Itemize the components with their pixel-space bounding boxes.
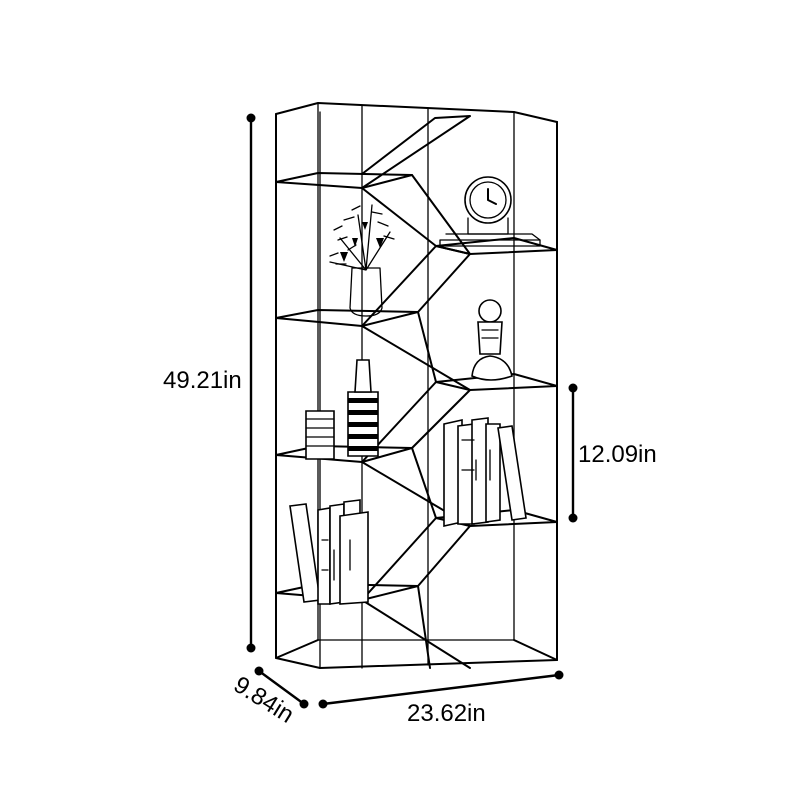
height-label: 49.21in (163, 367, 242, 394)
height-dimension: 49.21in (163, 113, 256, 653)
books-icon (289, 499, 369, 605)
width-dimension: 23.62in (318, 670, 564, 727)
books-icon (443, 417, 527, 527)
sculpture-icon (471, 299, 513, 381)
width-label: 23.62in (407, 700, 486, 727)
depth-dimension: 9.84in (229, 666, 309, 729)
depth-label: 9.84in (229, 671, 299, 729)
shelf-spacing-dimension: 12.09in (568, 383, 657, 523)
striped-vase-icon (305, 359, 379, 460)
table-clock-icon (439, 176, 541, 247)
vase-with-branches-icon (329, 204, 395, 317)
shelf-spacing-label: 12.09in (578, 441, 657, 468)
